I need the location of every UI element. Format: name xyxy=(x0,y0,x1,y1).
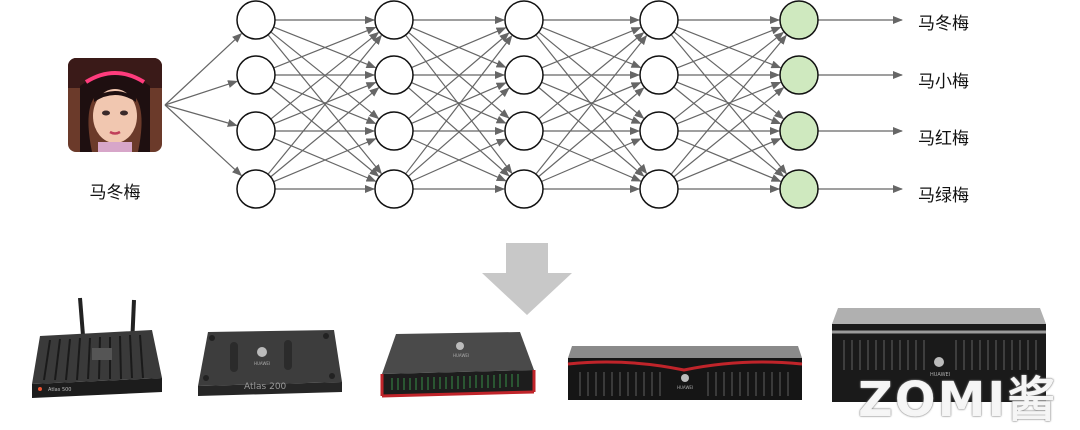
device-1-label: Atlas 500 xyxy=(48,387,71,393)
hidden-node-l1-2 xyxy=(374,111,414,151)
hidden-node-l2-0 xyxy=(504,0,544,40)
edge-l1-1-0 xyxy=(411,27,507,69)
hidden-node-l0-2 xyxy=(236,111,276,151)
hidden-node-l1-0 xyxy=(374,0,414,40)
edge-l0-2-1 xyxy=(273,81,377,125)
edge-l1-2-0 xyxy=(408,32,510,120)
edge-l3-1-0 xyxy=(676,26,782,69)
output-node-0 xyxy=(779,0,819,40)
edge-l1-3-0 xyxy=(405,35,513,175)
device-rack-server-2u: HUAWEI xyxy=(567,346,803,400)
edge-l3-3-2 xyxy=(676,138,782,183)
device-atlas-500: Atlas 500 xyxy=(32,297,162,398)
edge-l0-1-0 xyxy=(273,26,377,69)
device-edge-server: HUAWEI xyxy=(380,332,536,398)
edge-l0-3-2 xyxy=(273,138,377,183)
edge-l1-3-2 xyxy=(411,138,507,182)
edge-l2-3-2 xyxy=(541,138,642,183)
hidden-node-l3-2 xyxy=(639,111,679,151)
device-5-brand: HUAWEI xyxy=(930,372,950,378)
device-atlas-200: HUAWEI Atlas 200 xyxy=(198,330,342,396)
huawei-logo-icon xyxy=(257,347,267,357)
watermark-text: ZOMI酱 xyxy=(858,372,1058,428)
output-label-4: 马绿梅 xyxy=(918,186,969,206)
down-arrow-icon xyxy=(482,243,572,315)
edge-l2-3-1 xyxy=(538,87,645,178)
hidden-node-l1-3 xyxy=(374,169,414,209)
device-2-label: Atlas 200 xyxy=(244,382,287,392)
edge-l0-3-1 xyxy=(270,87,380,178)
hidden-node-l0-0 xyxy=(236,0,276,40)
network-edges xyxy=(164,16,903,193)
hidden-node-l3-1 xyxy=(639,55,679,95)
device-2-brand: HUAWEI xyxy=(254,361,270,366)
huawei-logo-icon xyxy=(456,342,464,350)
edge-l1-2-1 xyxy=(411,82,507,125)
hidden-node-l0-3 xyxy=(236,169,276,209)
hidden-node-l2-1 xyxy=(504,55,544,95)
edge-l3-3-1 xyxy=(673,86,785,178)
edge-l2-2-1 xyxy=(541,82,642,125)
device-3-brand: HUAWEI xyxy=(453,353,469,358)
edge-input-3 xyxy=(164,104,243,177)
edge-l3-2-1 xyxy=(676,81,782,125)
output-label-3: 马红梅 xyxy=(918,129,969,149)
edge-l0-2-0 xyxy=(270,31,380,120)
network-nodes xyxy=(236,0,819,209)
output-label-2: 马小梅 xyxy=(918,72,969,92)
edge-input-0 xyxy=(164,32,243,106)
edge-l1-3-1 xyxy=(407,87,510,177)
hidden-node-l0-1 xyxy=(236,55,276,95)
edge-input-1 xyxy=(164,80,238,106)
edge-l2-1-0 xyxy=(541,26,642,69)
edge-l3-3-0 xyxy=(670,34,787,175)
input-label: 马冬梅 xyxy=(89,183,141,203)
device-4-brand: HUAWEI xyxy=(677,385,693,390)
output-node-2 xyxy=(779,111,819,151)
hidden-node-l1-1 xyxy=(374,55,414,95)
input-face-image xyxy=(68,58,162,152)
edge-l3-2-0 xyxy=(673,31,785,120)
edge-l2-2-0 xyxy=(538,32,645,120)
device-rack-server-4u: HUAWEI xyxy=(832,308,1046,402)
hidden-node-l2-3 xyxy=(504,169,544,209)
output-label-1: 马冬梅 xyxy=(918,14,969,34)
huawei-logo-icon xyxy=(934,357,944,367)
output-node-1 xyxy=(779,55,819,95)
hidden-node-l2-2 xyxy=(504,111,544,151)
edge-l2-3-0 xyxy=(535,34,648,175)
hidden-node-l3-3 xyxy=(639,169,679,209)
huawei-logo-icon xyxy=(681,374,689,382)
edge-l0-3-0 xyxy=(267,34,382,175)
hidden-node-l3-0 xyxy=(639,0,679,40)
output-node-3 xyxy=(779,169,819,209)
edge-input-2 xyxy=(164,104,238,127)
